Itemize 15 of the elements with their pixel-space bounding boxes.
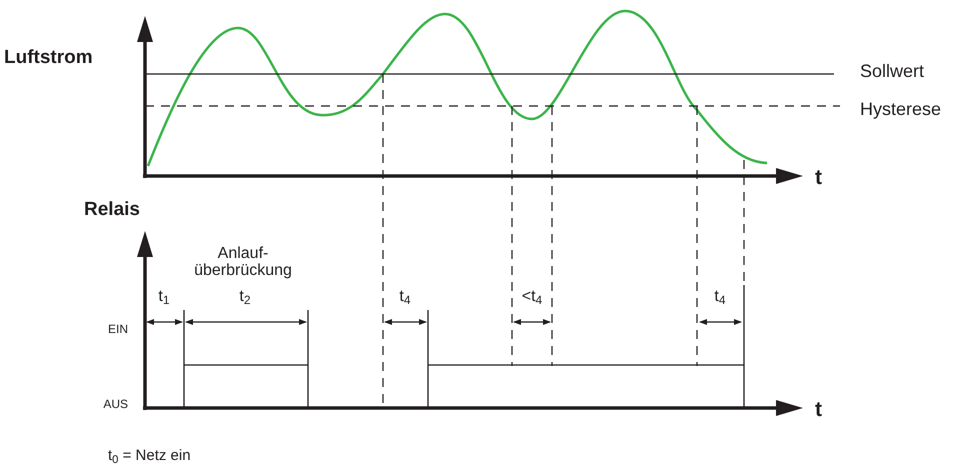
interval-label: Anlauf- überbrückung [193, 245, 293, 279]
interval-label: t$_{1}$ [157, 287, 171, 309]
interval-label: t$_{4}$ [713, 287, 727, 309]
axis-label: Luftstrom [4, 46, 94, 70]
note-text: t$_{0}$ = Netz ein [108, 446, 192, 468]
line-label: Hysterese [860, 98, 942, 121]
interval-label: t$_{4}$ [398, 287, 412, 309]
axis-label: t [815, 165, 823, 191]
level-label: AUS [102, 396, 128, 413]
level-label: EIN [106, 321, 128, 338]
line-label: Sollwert [860, 60, 926, 83]
axis-label: t [815, 397, 823, 423]
interval-label: <t$_{4}$ [520, 287, 544, 309]
axis-label: Relais [84, 198, 141, 222]
interval-label: t$_{2}$ [238, 287, 252, 309]
